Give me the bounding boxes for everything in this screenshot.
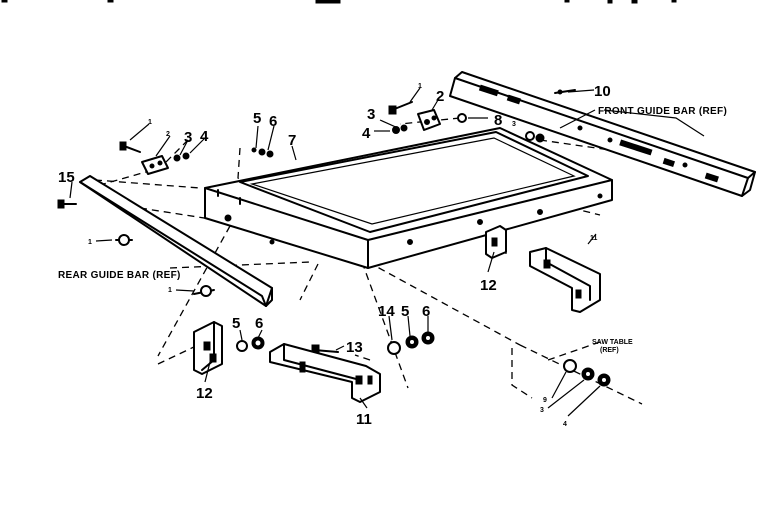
callout-11: 11 xyxy=(356,411,372,428)
top-edge-marks xyxy=(1,0,677,4)
callout-1: 1 xyxy=(88,239,92,246)
table-frame-extension xyxy=(204,127,613,269)
callout-6: 6 xyxy=(255,315,263,332)
saw-table-caption-line1: SAW TABLE xyxy=(592,339,633,346)
callout-3: 3 xyxy=(512,121,516,128)
front-guide-bar-caption: FRONT GUIDE BAR (REF) xyxy=(598,106,727,117)
callout-10: 10 xyxy=(594,83,611,100)
leg-bracket-12-left xyxy=(193,321,223,375)
callout-1: 1 xyxy=(418,83,422,90)
callout-14: 14 xyxy=(378,303,395,320)
callout-6: 6 xyxy=(422,303,430,320)
callout-5: 5 xyxy=(253,110,261,127)
callout-4: 4 xyxy=(200,128,209,145)
callout-6: 6 xyxy=(269,113,277,130)
callout-1: 1 xyxy=(148,119,152,126)
rear-guide-bar xyxy=(79,175,273,307)
callout-9: 9 xyxy=(543,397,547,404)
rear-guide-bar-caption: REAR GUIDE BAR (REF) xyxy=(58,270,181,281)
saw-table-caption-line2: (REF) xyxy=(600,347,619,354)
callout-13: 13 xyxy=(346,339,363,356)
callout-7: 7 xyxy=(288,132,296,149)
callout-8: 8 xyxy=(494,112,502,129)
callout-4: 4 xyxy=(362,125,371,142)
callout-2: 2 xyxy=(436,88,444,105)
callout-11: 11 xyxy=(590,235,598,242)
leg-bracket-12-right xyxy=(485,225,507,259)
bracket-2-left xyxy=(141,155,169,175)
leg-bracket-11-right xyxy=(529,247,601,313)
callout-5: 5 xyxy=(401,303,409,320)
leader-lines xyxy=(69,87,705,417)
leg-bracket-11-left xyxy=(269,343,381,403)
front-guide-bar xyxy=(449,71,756,197)
callout-1: 1 xyxy=(168,287,172,294)
callout-15: 15 xyxy=(58,169,75,186)
reference-captions: FRONT GUIDE BAR (REF) REAR GUIDE BAR (RE… xyxy=(58,106,727,354)
callout-3: 3 xyxy=(540,407,544,414)
callout-4: 4 xyxy=(563,421,567,428)
callout-3: 3 xyxy=(367,106,375,123)
callout-2: 2 xyxy=(166,131,170,138)
callout-5: 5 xyxy=(232,315,240,332)
callout-12: 12 xyxy=(196,385,213,402)
callout-3: 3 xyxy=(184,129,192,146)
callout-12: 12 xyxy=(480,277,497,294)
bracket-2-upper xyxy=(417,109,441,131)
callout-labels: 1 2 3 4 8 10 3 1 2 3 4 5 6 7 15 1 1 12 1… xyxy=(58,83,611,428)
